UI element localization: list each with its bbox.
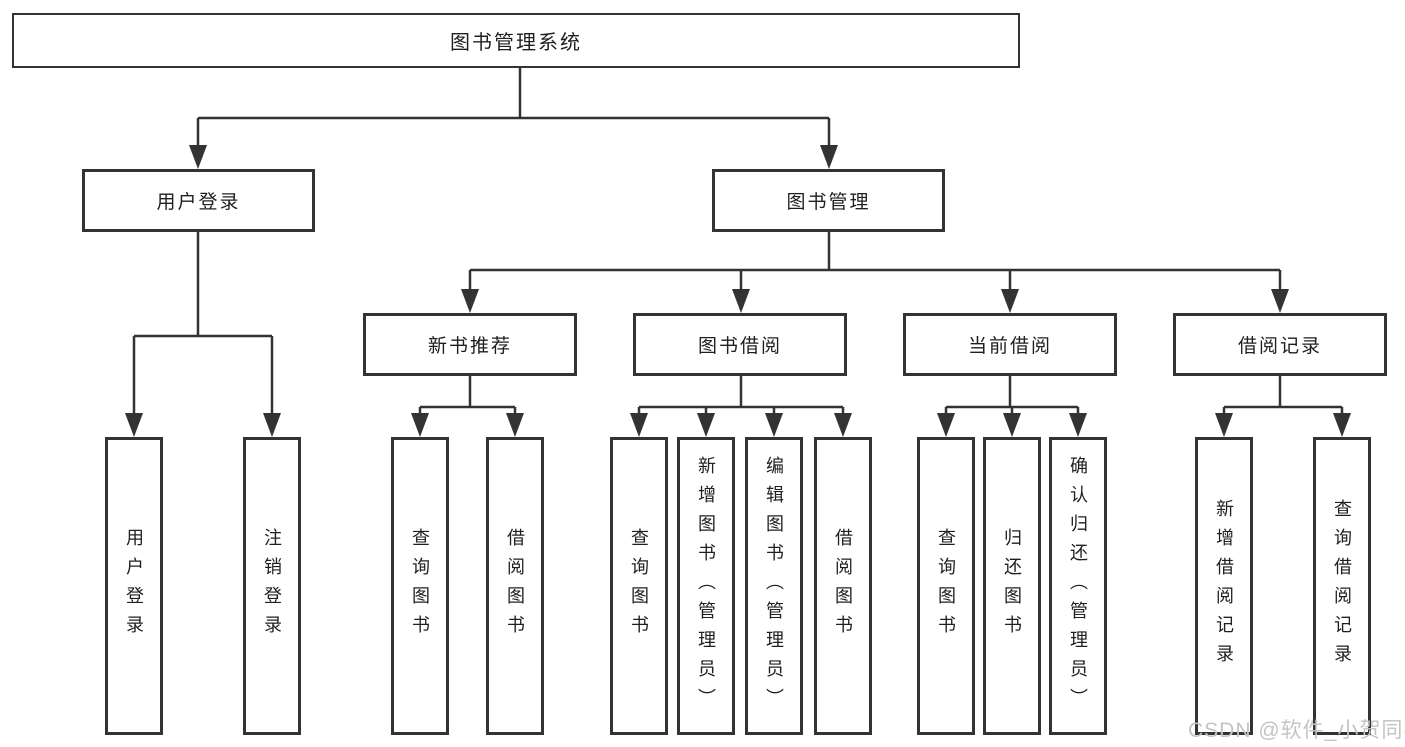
arrowheads — [125, 145, 1351, 437]
node-book-borrowing: 图书借阅 — [633, 313, 847, 376]
node-new-book-recommendation: 新书推荐 — [363, 313, 577, 376]
leaf-label: 新增借阅记录 — [1214, 499, 1234, 673]
leaf-add-books-admin: 新增图书（管理员） — [677, 437, 735, 735]
leaf-add-borrow-record: 新增借阅记录 — [1195, 437, 1253, 735]
node-book-management: 图书管理 — [712, 169, 945, 232]
leaf-label: 查询图书 — [410, 528, 430, 644]
leaf-query-books-borrowing: 查询图书 — [610, 437, 668, 735]
leaf-user-login: 用户登录 — [105, 437, 163, 735]
leaf-edit-books-admin: 编辑图书（管理员） — [745, 437, 803, 735]
leaf-label: 用户登录 — [124, 528, 144, 644]
leaf-label: 借阅图书 — [833, 528, 853, 644]
leaf-label: 查询借阅记录 — [1332, 499, 1352, 673]
leaf-label: 新增图书（管理员） — [696, 455, 716, 717]
leaf-label: 借阅图书 — [505, 528, 525, 644]
leaf-label: 归还图书 — [1002, 528, 1022, 644]
leaf-return-books: 归还图书 — [983, 437, 1041, 735]
node-user-login: 用户登录 — [82, 169, 315, 232]
node-library-system: 图书管理系统 — [12, 13, 1020, 68]
leaf-borrow-books-recommend: 借阅图书 — [486, 437, 544, 735]
leaf-query-borrow-record: 查询借阅记录 — [1313, 437, 1371, 735]
csdn-watermark: CSDN @软件_小贺同学 — [1188, 719, 1405, 742]
leaf-label: 确认归还（管理员） — [1068, 455, 1088, 717]
node-borrowing-records: 借阅记录 — [1173, 313, 1387, 376]
leaf-logout: 注销登录 — [243, 437, 301, 735]
node-current-borrowing: 当前借阅 — [903, 313, 1117, 376]
leaf-confirm-return-admin: 确认归还（管理员） — [1049, 437, 1107, 735]
leaf-borrow-books: 借阅图书 — [814, 437, 872, 735]
leaf-query-books-current: 查询图书 — [917, 437, 975, 735]
leaf-label: 查询图书 — [936, 528, 956, 644]
leaf-label: 注销登录 — [262, 528, 282, 644]
leaf-query-books-recommend: 查询图书 — [391, 437, 449, 735]
leaf-label: 查询图书 — [629, 528, 649, 644]
leaf-label: 编辑图书（管理员） — [764, 455, 784, 717]
